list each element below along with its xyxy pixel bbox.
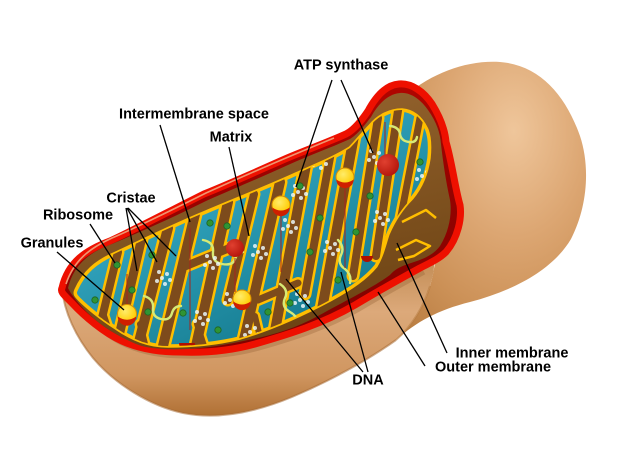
body-lobe-crease <box>395 285 431 341</box>
inner-membrane-wall-lines <box>395 208 437 262</box>
label-ribosome: Ribosome <box>42 207 114 224</box>
body-bottom-edge <box>61 287 397 417</box>
outer-membrane-inner-highlight <box>65 137 335 285</box>
leader-inner-membrane <box>396 242 448 354</box>
leader-ribosome <box>89 223 116 264</box>
red-spheres <box>179 154 399 346</box>
label-granules: Granules <box>20 235 84 252</box>
leader-lines <box>56 79 448 373</box>
leader-dna <box>285 271 369 373</box>
leader-outer-membrane <box>377 291 426 367</box>
label-matrix: Matrix <box>209 129 253 146</box>
granules <box>117 167 355 326</box>
label-inner-membrane: Inner membrane <box>455 345 569 362</box>
leader-cristae <box>125 207 177 272</box>
leader-intermembrane-space <box>159 124 191 223</box>
label-outer-membrane: Outer membrane <box>434 359 552 376</box>
outer-body-bottom-band <box>61 256 435 416</box>
red-threads <box>126 122 386 330</box>
leader-atp-synthase <box>295 79 374 188</box>
leader-matrix <box>228 146 250 237</box>
label-intermembrane-space: Intermembrane space <box>119 106 269 123</box>
leader-granules <box>56 251 125 311</box>
label-cristae: Cristae <box>106 190 156 207</box>
label-dna: DNA <box>352 372 384 389</box>
label-atp-synthase: ATP synthase <box>293 57 389 74</box>
